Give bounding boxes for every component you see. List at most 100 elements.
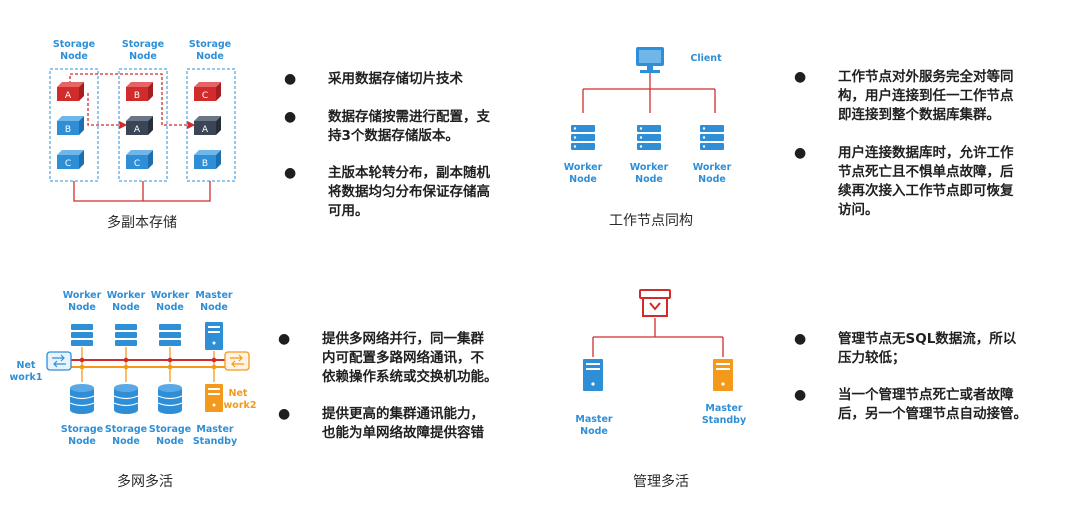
- p4-bullet-2-line-1: 当一个管理节点死亡或者故障: [838, 387, 1014, 403]
- p2-bullet-1: ● 工作节点对外服务完全对等同 构，用户连接到任一工作节点 即连接到整个数据库集…: [794, 68, 1014, 125]
- bullet-dot: ●: [794, 145, 807, 161]
- p1-bullet-3-line-1: 主版本轮转分布，副本随机: [328, 165, 490, 181]
- top-label-3-line1: Worker: [151, 290, 190, 301]
- p1-bullet-2-line-1: 数据存储按需进行配置，支: [328, 109, 490, 125]
- storage-bottom-connector: [73, 181, 211, 202]
- node-drop-lines: [81, 347, 215, 382]
- server-icon-worker-2: [637, 125, 661, 150]
- tower-icon-master-standby: [205, 384, 223, 412]
- panel-management-multi-active: Master Node Master Standby 管理多活: [575, 289, 747, 490]
- p4-master-standby-line1: Master: [705, 403, 743, 414]
- switch-icon-network2: [224, 351, 250, 371]
- bullet-dot: ●: [284, 71, 297, 87]
- p2-bullet-2-line-4: 访问。: [838, 202, 879, 218]
- p1-bullet-2: ● 数据存储按需进行配置，支 持3个数据存储版本。: [284, 108, 490, 146]
- top-label-1-line2: Node: [68, 302, 96, 313]
- bottom-label-1-line1: Storage: [61, 424, 103, 435]
- p2-bullet-2-line-1: 用户连接数据库时，允许工作: [838, 145, 1014, 161]
- manager-box-icon: [639, 289, 671, 317]
- cube-n2-c: C: [126, 150, 153, 169]
- cube-label: C: [202, 91, 208, 101]
- caption-worker-isomorphism: 工作节点同构: [609, 213, 693, 229]
- p4-master-node-line1: Master: [575, 414, 613, 425]
- p4-bullet-2: ● 当一个管理节点死亡或者故障 后，另一个管理节点自动接管。: [794, 386, 1027, 424]
- cube-n1-b: B: [57, 116, 84, 135]
- database-icon-3: [157, 384, 183, 414]
- top-label-3-line2: Node: [156, 302, 184, 313]
- client-label: Client: [690, 53, 722, 64]
- bullet-dot: ●: [278, 406, 291, 422]
- top-label-1-line1: Worker: [63, 290, 102, 301]
- cube-n1-c: C: [57, 150, 84, 169]
- cube-n3-a: A: [194, 116, 221, 135]
- storage-node-label-3-line2: Node: [196, 51, 224, 62]
- bottom-label-2-line1: Storage: [105, 424, 147, 435]
- storage-node-label-2-line2: Node: [129, 51, 157, 62]
- p1-bullet-1-line-1: 采用数据存储切片技术: [328, 71, 463, 87]
- client-connector: [582, 73, 716, 113]
- server-icon-p3-worker-1: [71, 324, 93, 346]
- database-icon-2: [113, 384, 139, 414]
- client-monitor-icon: [636, 47, 664, 73]
- p3-bullet-2: ● 提供更高的集群通讯能力， 也能为单网络故障提供容错: [278, 405, 484, 443]
- tower-icon-p4-master-standby: [713, 359, 733, 391]
- cube-n2-b: B: [126, 82, 153, 101]
- p1-bullet-1: ● 采用数据存储切片技术: [284, 70, 463, 89]
- cube-label: C: [134, 159, 140, 169]
- server-icon-worker-3: [700, 125, 724, 150]
- server-icon-worker-1: [571, 125, 595, 150]
- p1-bullet-3-line-3: 可用。: [328, 203, 369, 219]
- p3-bullet-1-line-3: 依赖操作系统或交换机功能。: [322, 369, 498, 385]
- bottom-label-3-line2: Node: [156, 436, 184, 447]
- p2-bullet-1-line-2: 构，用户连接到任一工作节点: [838, 88, 1014, 104]
- p3-bullet-1-line-2: 内可配置多路网络通讯，不: [322, 350, 484, 366]
- p2-bullet-2: ● 用户连接数据库时，允许工作 节点死亡且不惧单点故障，后 续再次接入工作节点即…: [794, 144, 1014, 220]
- storage-node-label-1-line2: Node: [60, 51, 88, 62]
- top-label-4-line1: Master: [195, 290, 233, 301]
- replica-arrow-2: [69, 73, 196, 129]
- network2-label-line1: Net: [229, 388, 248, 399]
- top-label-2-line2: Node: [112, 302, 140, 313]
- storage-node-label-1-line1: Storage: [53, 39, 95, 50]
- network1-label-line1: Net: [17, 360, 36, 371]
- p2-bullet-1-line-3: 即连接到整个数据库集群。: [838, 107, 1000, 123]
- bottom-label-1-line2: Node: [68, 436, 96, 447]
- worker-label-2-line2: Node: [635, 174, 663, 185]
- switch-icon-network1: [46, 351, 72, 371]
- cube-label: A: [202, 125, 209, 135]
- tower-icon-p4-master-node: [583, 359, 603, 391]
- bullet-dot: ●: [284, 165, 297, 181]
- storage-node-label-2-line1: Storage: [122, 39, 164, 50]
- bullet-dot: ●: [284, 109, 297, 125]
- tower-icon-master-node: [205, 322, 223, 350]
- p3-bullet-1-line-1: 提供多网络并行，同一集群: [322, 331, 484, 347]
- p4-master-standby-line2: Standby: [702, 415, 747, 426]
- worker-label-2-line1: Worker: [630, 162, 669, 173]
- top-label-2-line1: Worker: [107, 290, 146, 301]
- p4-master-node-line2: Node: [580, 426, 608, 437]
- worker-label-1-line2: Node: [569, 174, 597, 185]
- database-icon-1: [69, 384, 95, 414]
- cube-n1-a: A: [57, 82, 84, 101]
- server-icon-p3-worker-3: [159, 324, 181, 346]
- replica-arrow-1: [87, 93, 128, 129]
- storage-node-label-3-line1: Storage: [189, 39, 231, 50]
- network2-label-line2: work2: [224, 400, 257, 411]
- p1-bullet-2-line-2: 持3个数据存储版本。: [328, 128, 459, 144]
- panel-worker-isomorphism: Client Worker Node Worker Node Worker No…: [564, 47, 732, 229]
- bullet-dot: ●: [794, 387, 807, 403]
- p2-bullet-1-line-1: 工作节点对外服务完全对等同: [838, 69, 1014, 85]
- p3-bullet-1: ● 提供多网络并行，同一集群 内可配置多路网络通讯，不 依赖操作系统或交换机功能…: [278, 330, 498, 387]
- cube-n2-a: A: [126, 116, 153, 135]
- worker-label-3-line2: Node: [698, 174, 726, 185]
- bullet-dot: ●: [278, 331, 291, 347]
- top-label-4-line2: Node: [200, 302, 228, 313]
- cube-n3-c: C: [194, 82, 221, 101]
- caption-management-multi-active: 管理多活: [633, 473, 689, 490]
- cube-label: A: [134, 125, 141, 135]
- cube-label: B: [134, 91, 140, 101]
- panel-multi-replica-storage: Storage Node Storage Node Storage Node A…: [49, 39, 236, 231]
- bullet-dot: ●: [794, 69, 807, 85]
- bottom-label-4-line2: Standby: [193, 436, 238, 447]
- p2-bullet-2-line-3: 续再次接入工作节点即可恢复: [838, 183, 1014, 199]
